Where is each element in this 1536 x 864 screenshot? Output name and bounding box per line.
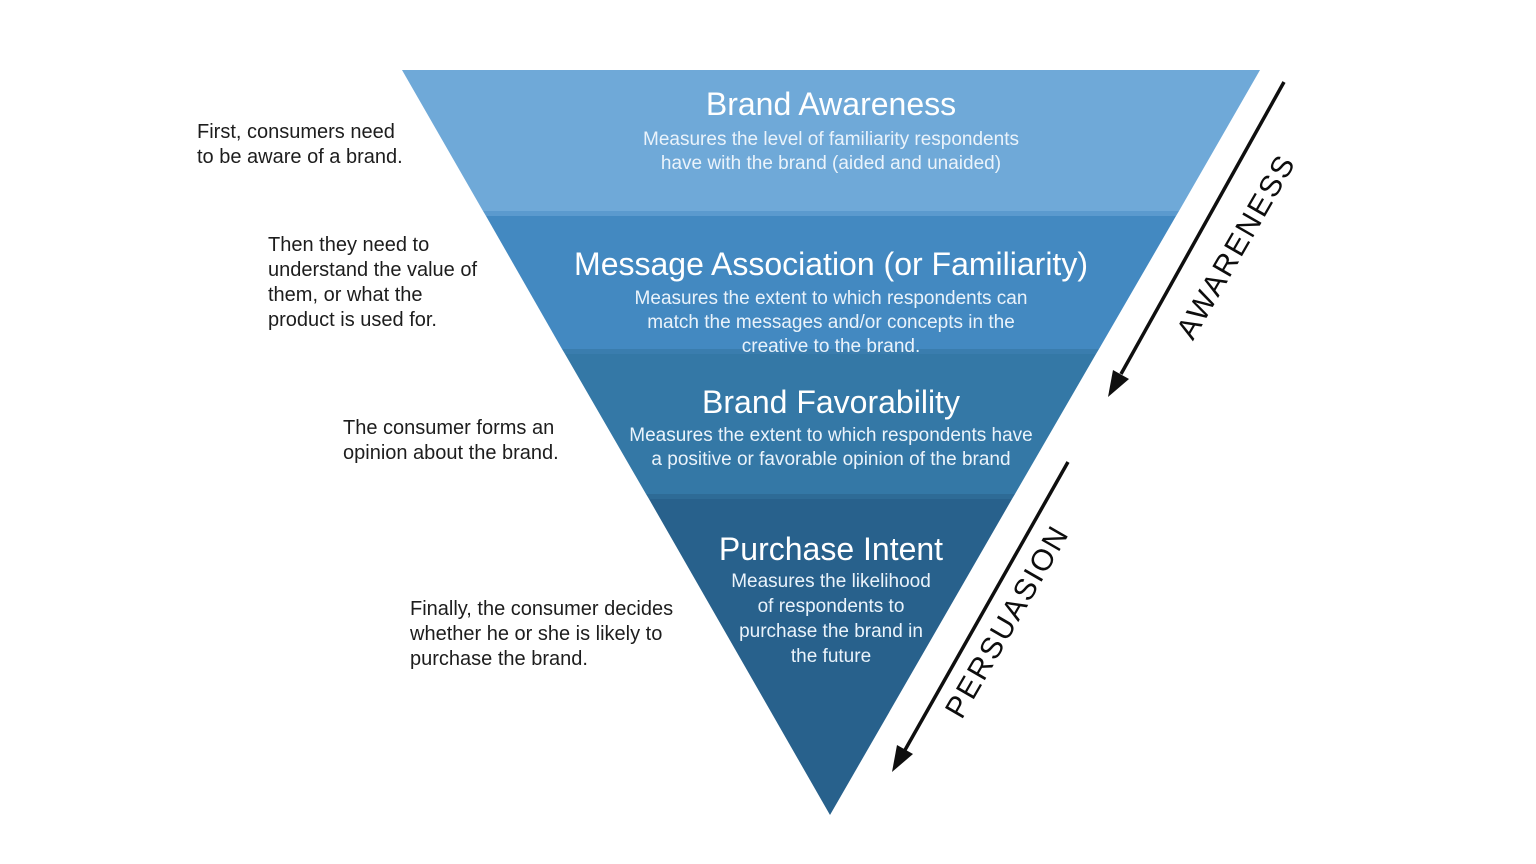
awareness-arrow-line bbox=[1119, 81, 1286, 375]
funnel-segment-message-association bbox=[486, 216, 1176, 349]
awareness-arrowhead-icon bbox=[1108, 370, 1129, 397]
annotation-purchase-step: Finally, the consumer decides whether he… bbox=[410, 598, 674, 670]
annotation-message-step: Then they need to understand the value o… bbox=[268, 234, 478, 331]
persuasion-arrow-line bbox=[903, 461, 1070, 751]
funnel-segment-purchase-intent bbox=[649, 499, 1012, 815]
funnel-segment-brand-favorability bbox=[565, 354, 1096, 494]
funnel-divider-1 bbox=[483, 211, 1179, 216]
annotation-favorability-step: The consumer forms an opinion about the … bbox=[343, 417, 559, 464]
funnel-divider-3 bbox=[646, 494, 1015, 499]
persuasion-arrowhead-icon bbox=[892, 745, 913, 772]
annotation-awareness-step: First, consumers need to be aware of a b… bbox=[197, 121, 403, 168]
funnel-segment-brand-awareness bbox=[402, 70, 1260, 211]
funnel-divider-2 bbox=[562, 349, 1099, 354]
